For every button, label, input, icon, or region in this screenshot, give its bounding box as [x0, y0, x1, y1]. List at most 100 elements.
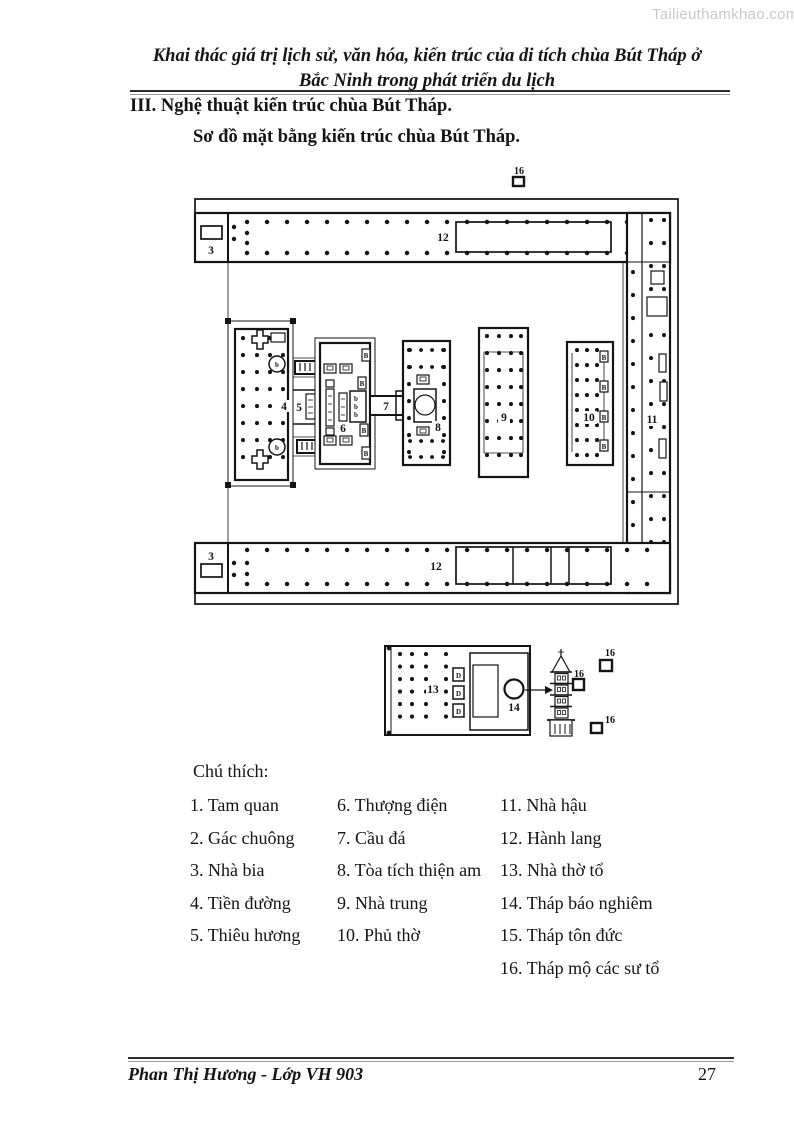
- marker-glyph: B: [364, 352, 369, 360]
- marker-glyph: B: [602, 354, 607, 362]
- stele-top-icon: [200, 225, 223, 240]
- altar-icon: [339, 435, 353, 446]
- site-watermark: Tailieuthamkhao.com: [652, 6, 794, 23]
- statue-box-icon: [599, 380, 609, 393]
- marker-glyph: b: [275, 444, 279, 452]
- plan-label-5: 5: [296, 402, 302, 414]
- plan-label-10: 10: [583, 412, 595, 424]
- drum-icon: [268, 355, 286, 373]
- bell-icon: [268, 438, 286, 456]
- document-title: Khai thác giá trị lịch sử, văn hóa, kiến…: [127, 44, 727, 94]
- marker-glyph: b: [354, 403, 358, 411]
- altar-icon: [323, 435, 337, 446]
- altar-strip-icon: [325, 388, 335, 427]
- lotus-tower-icon: [414, 394, 436, 416]
- legend-item: 14. Tháp báo nghiêm: [500, 892, 653, 913]
- building-10-shrine: B B B B 10: [565, 340, 615, 467]
- marker-glyph: B: [602, 443, 607, 451]
- building-9-middle-hall: 9: [477, 326, 530, 479]
- plan-label-11: 11: [647, 414, 658, 426]
- marker-glyph: B: [360, 380, 365, 388]
- stele-bottom-icon: [200, 563, 223, 578]
- page-number: 27: [698, 1064, 716, 1084]
- marker-glyph: B: [602, 384, 607, 392]
- top-corridor: 3 12: [193, 211, 672, 264]
- footer-author: Phan Thị Hương - Lớp VH 903: [128, 1064, 364, 1084]
- statue-box-icon: [357, 376, 367, 390]
- tomb-square-icon: [511, 175, 526, 188]
- statue-box-icon: [359, 423, 369, 437]
- marker-glyph: D: [456, 690, 461, 698]
- altar-icon: [416, 374, 430, 385]
- marker-glyph: D: [456, 672, 461, 680]
- bottom-corridor: 3 12: [193, 541, 672, 595]
- plan-label-4: 4: [281, 401, 287, 413]
- marker-glyph: D: [456, 708, 461, 716]
- door-box-icon: [452, 685, 465, 700]
- plan-label-8: 8: [435, 422, 441, 434]
- corridor-partition: [455, 546, 612, 585]
- plan-label-12-bottom: 12: [430, 561, 442, 573]
- tomb-16-top-marker: 16: [511, 166, 526, 188]
- marker-glyph: b: [354, 395, 358, 403]
- plan-label-3-top: 3: [208, 245, 214, 257]
- tower-plan-circle-icon: [503, 678, 525, 700]
- legend-item: 6. Thượng điện: [337, 795, 448, 815]
- title-line-2: Bắc Ninh trong phát triển du lịch: [299, 71, 555, 91]
- cross-altar-icon: [251, 449, 269, 470]
- legend-item: 15. Tháp tôn đức: [500, 925, 623, 946]
- corridor-partition: [455, 221, 612, 253]
- tomb-square-icon: [571, 677, 586, 692]
- plan-label-13: 13: [427, 684, 439, 696]
- statue-box-icon: [599, 439, 609, 452]
- altar-icon: [416, 426, 430, 436]
- legend-column-2: 6. Thượng điện 7. Cầu đá 8. Tòa tích thi…: [337, 789, 481, 952]
- legend-item: 3. Nhà bia: [190, 860, 265, 881]
- main-plan: 16 3 12: [193, 166, 679, 605]
- building-13-ancestor-hall: 13 D D D: [384, 645, 531, 736]
- cross-altar-icon: [251, 329, 269, 350]
- table-icon: [270, 332, 286, 343]
- arrow-right-icon: [545, 686, 553, 694]
- pagoda-tower-drawing: [547, 649, 575, 737]
- altar-icon: [323, 363, 337, 374]
- header-rule: [130, 90, 730, 95]
- plan-label-16-c: 16: [605, 715, 615, 726]
- section-heading: III. Nghệ thuật kiến trúc chùa Bút Tháp.: [130, 96, 452, 116]
- legend-item: 1. Tam quan: [190, 795, 279, 815]
- marker-glyph: b: [275, 361, 279, 369]
- tomb-square-icon: [589, 721, 604, 735]
- legend-item: 11. Nhà hậu: [500, 795, 587, 815]
- statue-box-icon: [361, 446, 371, 460]
- bao-nghiem-tower-14: 14: [503, 649, 575, 737]
- door-box-icon: [452, 703, 465, 718]
- building-8-tich-thien-am: 8: [401, 339, 452, 467]
- legend-item: 8. Tòa tích thiện am: [337, 860, 482, 881]
- plan-label-16-top: 16: [514, 166, 524, 177]
- tomb-square-icon: [598, 658, 614, 673]
- legend-item: 10. Phủ thờ: [337, 925, 421, 946]
- plan-label-16-b: 16: [574, 669, 584, 680]
- door-box-icon: [452, 667, 465, 682]
- legend-item: 2. Gác chuông: [190, 827, 295, 848]
- plan-label-3-bottom: 3: [208, 551, 214, 563]
- legend-item: 9. Nhà trung: [337, 892, 428, 913]
- plan-label-12-top: 12: [437, 232, 449, 244]
- marker-glyph: B: [364, 450, 369, 458]
- title-line-1: Khai thác giá trị lịch sử, văn hóa, kiến…: [152, 46, 702, 66]
- legend-column-1: 1. Tam quan 2. Gác chuông 3. Nhà bia 4. …: [190, 789, 300, 952]
- statue-box-icon: [361, 348, 371, 362]
- building-7-stone-bridge: 7: [369, 390, 406, 421]
- marker-glyph: B: [602, 414, 607, 422]
- right-wing: 11: [625, 211, 672, 595]
- plan-label-14: 14: [508, 702, 520, 714]
- legend-title: Chú thích:: [193, 761, 269, 781]
- legend-item: 4. Tiền đường: [190, 892, 291, 913]
- building-4-front-hall: b b 4: [225, 318, 296, 488]
- altar-strip-icon: [305, 393, 316, 420]
- sub-plan: 13 D D D 14: [384, 645, 615, 737]
- statue-box-icon: [599, 350, 609, 363]
- marker-glyph: B: [362, 427, 367, 435]
